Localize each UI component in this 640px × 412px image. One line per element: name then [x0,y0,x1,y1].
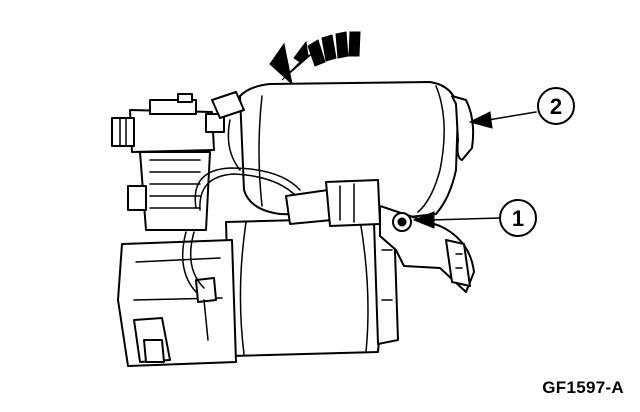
callout-2-number: 2 [550,94,562,119]
figure-id-label: GF1597-A [542,378,624,397]
base-housing [117,239,237,367]
callout-2-circle [537,87,575,125]
callout-2: 2 [468,87,575,129]
callout-1-circle [499,199,537,237]
compressor-head [111,91,245,231]
retaining-screw [392,212,412,232]
motor-body [225,217,399,357]
callout-1: 1 [412,199,537,237]
callout-1-number: 1 [512,206,524,231]
wiring-harness [181,119,301,293]
electrical-connector [285,179,381,227]
rotation-arrow [269,31,361,86]
